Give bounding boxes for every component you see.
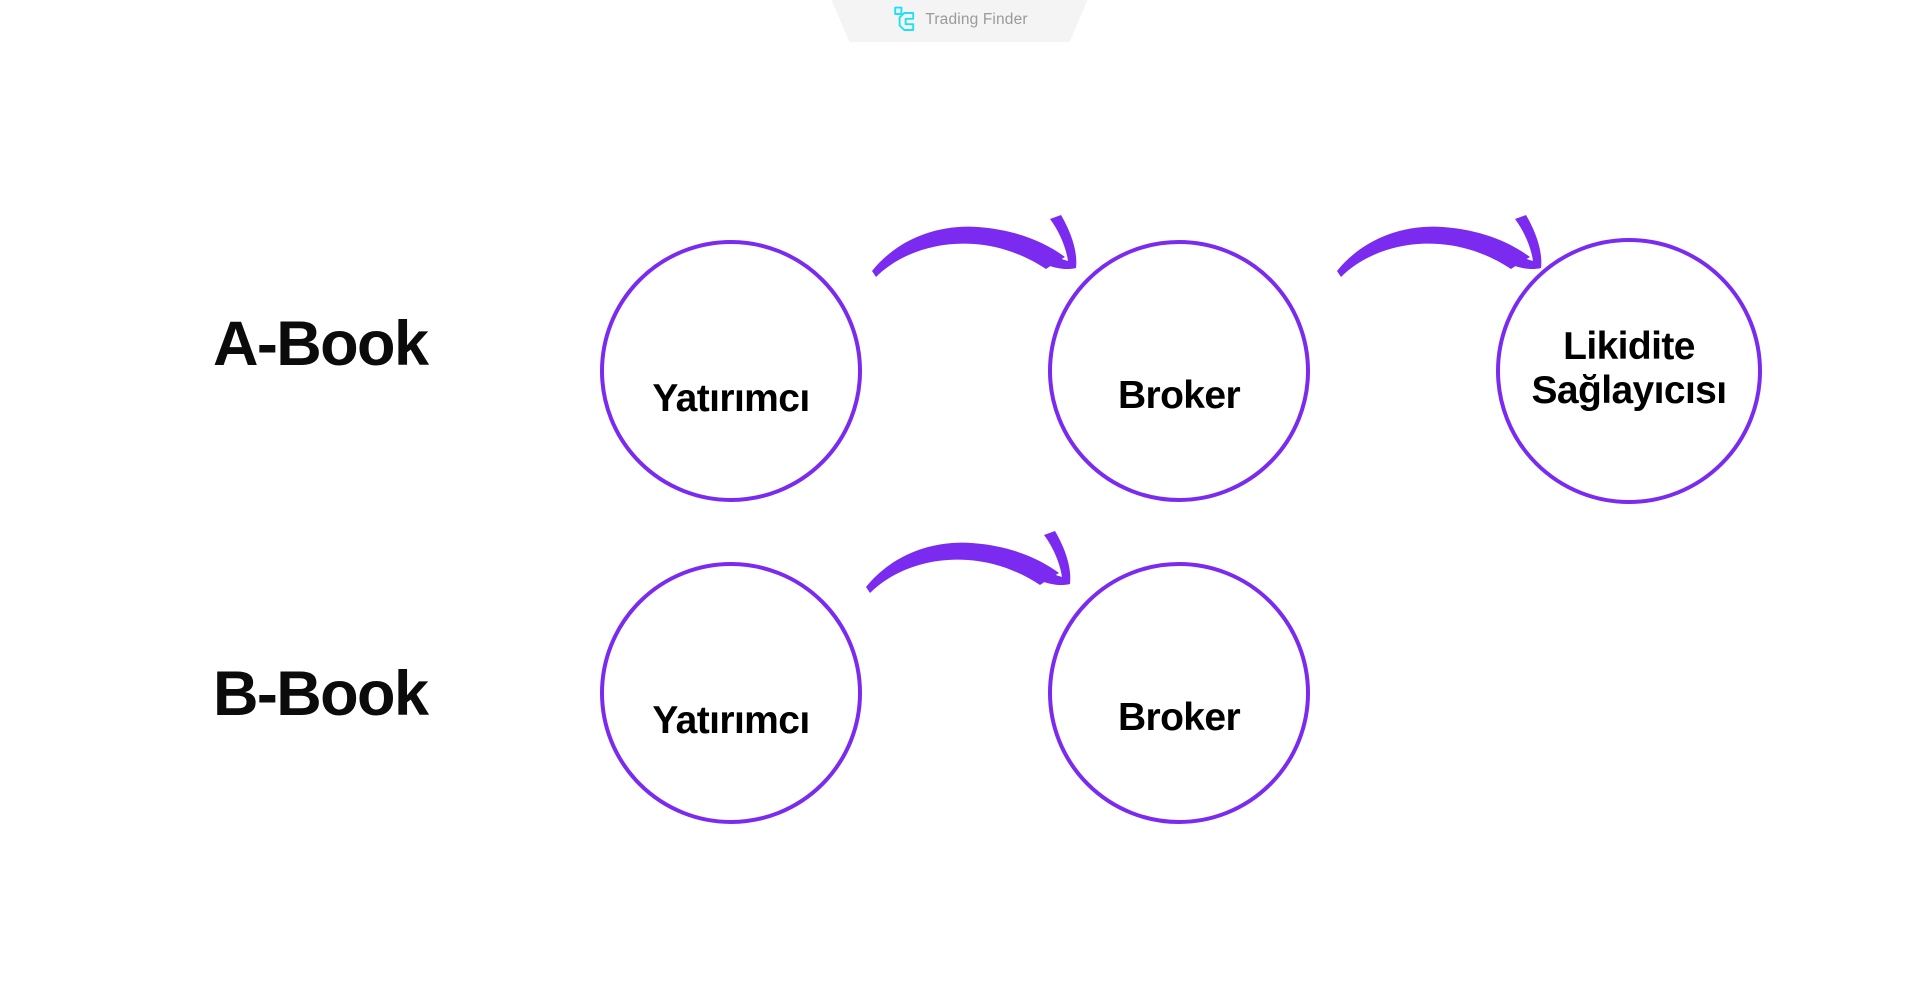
node-label: Yatırımcı: [652, 699, 810, 743]
node-label: Yatırımcı: [652, 377, 810, 421]
node-label: Broker: [1117, 696, 1241, 740]
node-a-book-investor: Yatırımcı: [600, 240, 862, 502]
watermark-tab: Trading Finder: [831, 0, 1088, 42]
curved-arrow-right-icon: [1337, 215, 1542, 277]
node-a-book-broker: Broker: [1048, 240, 1310, 502]
node-b-book-investor: Yatırımcı: [600, 562, 862, 824]
trading-finder-logo-icon: [894, 6, 915, 31]
curved-arrow-right-icon: [866, 531, 1071, 593]
watermark-brand-text: Trading Finder: [925, 10, 1028, 28]
node-b-book-broker: Broker: [1048, 562, 1310, 824]
row-label-a-book: A-Book: [213, 309, 429, 379]
curved-arrow-right-icon: [872, 215, 1077, 277]
node-label-line-2: Sağlayıcısı: [1531, 369, 1727, 412]
node-label-line-1: Likidite: [1563, 325, 1695, 369]
node-a-book-liquidity-provider: Likidite Sağlayıcısı: [1496, 238, 1762, 504]
node-label: Broker: [1117, 374, 1241, 418]
row-label-b-book: B-Book: [213, 659, 429, 729]
node-label: Likidite Sağlayıcısı: [1525, 325, 1732, 412]
